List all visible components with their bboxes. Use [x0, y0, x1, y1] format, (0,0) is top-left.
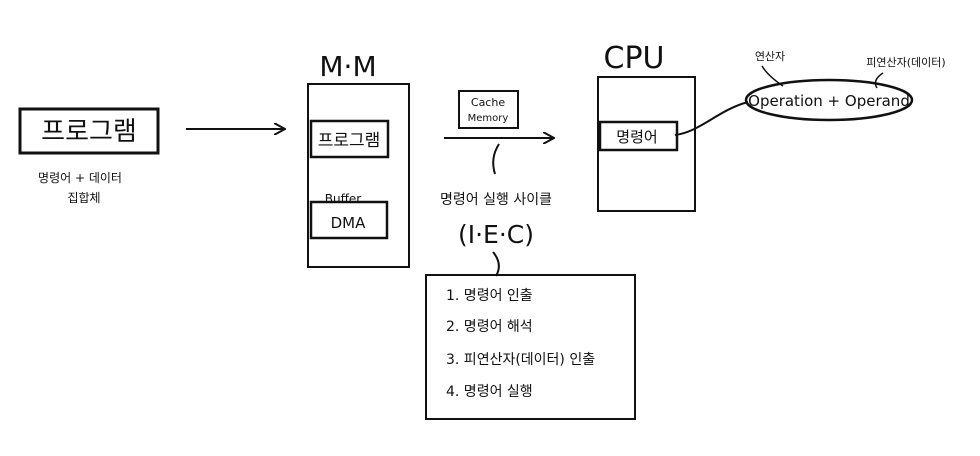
program-box [18, 107, 160, 155]
instruction-to-operation-curve [674, 101, 749, 136]
operation-operand-text: Operation + Operand [748, 92, 910, 110]
cpu-instruction-label: 명령어 [616, 128, 657, 146]
cache-memory-box [458, 90, 519, 129]
program-caption-line1: 명령어 + 데이터 [38, 171, 122, 185]
step-3: 3. 피연산자(데이터) 인출 [446, 352, 595, 368]
cycle-steps-box [425, 274, 636, 420]
cycle-brace-upper [492, 143, 500, 175]
memory-program-box [309, 119, 390, 159]
main-memory-title: M·M [319, 50, 376, 83]
step-1: 1. 명령어 인출 [446, 288, 533, 304]
cpu-instruction-box [598, 120, 679, 152]
program-caption-line2: 집합체 [67, 191, 100, 205]
program-box-label: 프로그램 [41, 117, 137, 147]
operand-note-pointer [874, 72, 884, 89]
cpu-title: CPU [604, 41, 665, 76]
cycle-brace-lower [492, 251, 500, 277]
operand-note: 피연산자(데이터) [866, 56, 945, 69]
operation-operand-ellipse [744, 78, 914, 122]
opcode-note-pointer [761, 65, 784, 87]
step-4: 4. 명령어 실행 [446, 384, 533, 400]
main-memory-box [307, 83, 410, 268]
cache-label-line2: Memory [468, 113, 509, 124]
cache-label-line1: Cache [471, 96, 505, 109]
memory-program-label: 프로그램 [318, 131, 381, 151]
dma-label: DMA [331, 214, 366, 232]
cycle-title: 명령어 실행 사이클 [440, 192, 552, 208]
cycle-abbr: (I·E·C) [458, 220, 534, 249]
cpu-box [597, 76, 696, 212]
opcode-note: 연산자 [755, 50, 785, 63]
buffer-dma-box [309, 200, 389, 240]
step-2: 2. 명령어 해석 [446, 319, 533, 335]
buffer-label: Buffer [325, 192, 361, 206]
